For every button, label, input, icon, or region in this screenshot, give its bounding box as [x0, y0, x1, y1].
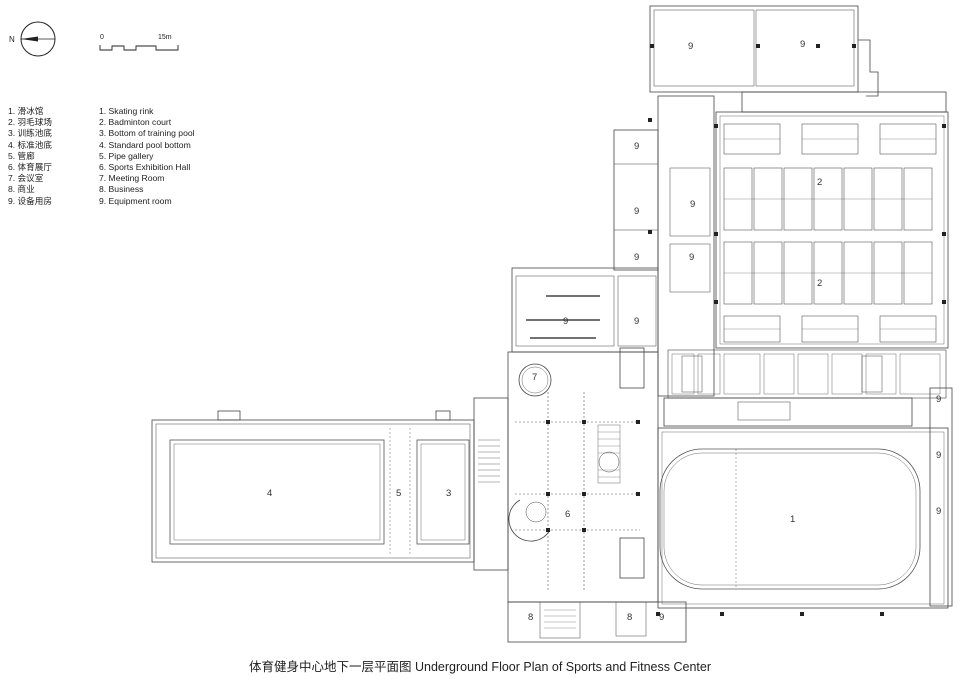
room-label-business-a: 8 — [528, 612, 533, 623]
room-label-equipment: 9 — [563, 316, 568, 327]
room-label-equipment: 9 — [936, 450, 941, 461]
legend-item: 9. 设备用房 — [8, 195, 52, 206]
room-label-equipment: 9 — [634, 206, 639, 217]
room-label-equipment: 9 — [936, 394, 941, 405]
room-label-pipe-gallery: 5 — [396, 488, 401, 499]
meeting-room-round — [518, 363, 552, 397]
room-label-skating-rink: 1 — [790, 514, 795, 525]
legend-item: 8. Business — [99, 184, 144, 195]
legend-item: 1. 滑冰馆 — [8, 106, 44, 116]
legend-item: 5. Pipe gallery — [99, 150, 154, 161]
room-label-badminton-a: 2 — [817, 177, 822, 188]
legend-item: 5. 管廊 — [8, 150, 35, 161]
scale-zero: 0 — [100, 34, 104, 41]
legend-english: 1. Skating rink 2. Badminton court 3. Bo… — [99, 106, 259, 207]
north-arrow: N — [8, 20, 58, 60]
legend-item: 6. Sports Exhibition Hall — [99, 161, 191, 172]
legend-item: 3. Bottom of training pool — [99, 128, 195, 139]
pool-hall-outline — [151, 419, 475, 563]
exhibition-hall-outline — [507, 351, 659, 603]
training-pool — [416, 439, 470, 545]
room-label-meeting-room: 7 — [532, 372, 537, 383]
room-label-equipment: 9 — [634, 316, 639, 327]
room-label-equipment: 9 — [688, 41, 693, 52]
standard-pool — [169, 439, 385, 545]
room-label-equipment: 9 — [936, 506, 941, 517]
skating-rink — [659, 448, 921, 590]
room-label-exhibition-hall: 6 — [565, 509, 570, 520]
legend-chinese: 1. 滑冰馆 2. 羽毛球场 3. 训练池底 4. 标准池底 5. 管廊 6. … — [8, 106, 98, 207]
legend-item: 4. 标准池底 — [8, 139, 52, 150]
scale-bar: 0 15m — [96, 32, 186, 54]
legend-item: 4. Standard pool bottom — [99, 139, 191, 150]
room-label-equipment: 9 — [634, 252, 639, 263]
legend-item: 2. 羽毛球场 — [8, 117, 52, 128]
legend-item: 6. 体育展厅 — [8, 161, 52, 172]
legend-item: 7. Meeting Room — [99, 173, 165, 184]
room-label-standard-pool: 4 — [267, 488, 272, 499]
legend-item: 7. 会议室 — [8, 173, 44, 184]
room-label-equipment: 9 — [689, 252, 694, 263]
room-label-training-pool: 3 — [446, 488, 451, 499]
legend-item: 2. Badminton court — [99, 117, 172, 128]
room-label-equipment: 9 — [634, 141, 639, 152]
legend-item: 3. 训练池底 — [8, 128, 52, 139]
skating-hall-outline — [657, 427, 949, 609]
legend-item: 1. Skating rink — [99, 106, 154, 116]
legend-item: 9. Equipment room — [99, 195, 172, 206]
room-label-badminton-b: 2 — [817, 278, 822, 289]
scale-end: 15m — [158, 34, 172, 41]
north-label: N — [9, 35, 15, 44]
room-label-business-b: 8 — [627, 612, 632, 623]
drawing-caption: 体育健身中心地下一层平面图 Underground Floor Plan of … — [249, 660, 711, 674]
legend-item: 8. 商业 — [8, 184, 35, 195]
room-label-equipment: 9 — [659, 612, 664, 623]
room-label-equipment: 9 — [800, 39, 805, 50]
room-label-equipment: 9 — [690, 199, 695, 210]
